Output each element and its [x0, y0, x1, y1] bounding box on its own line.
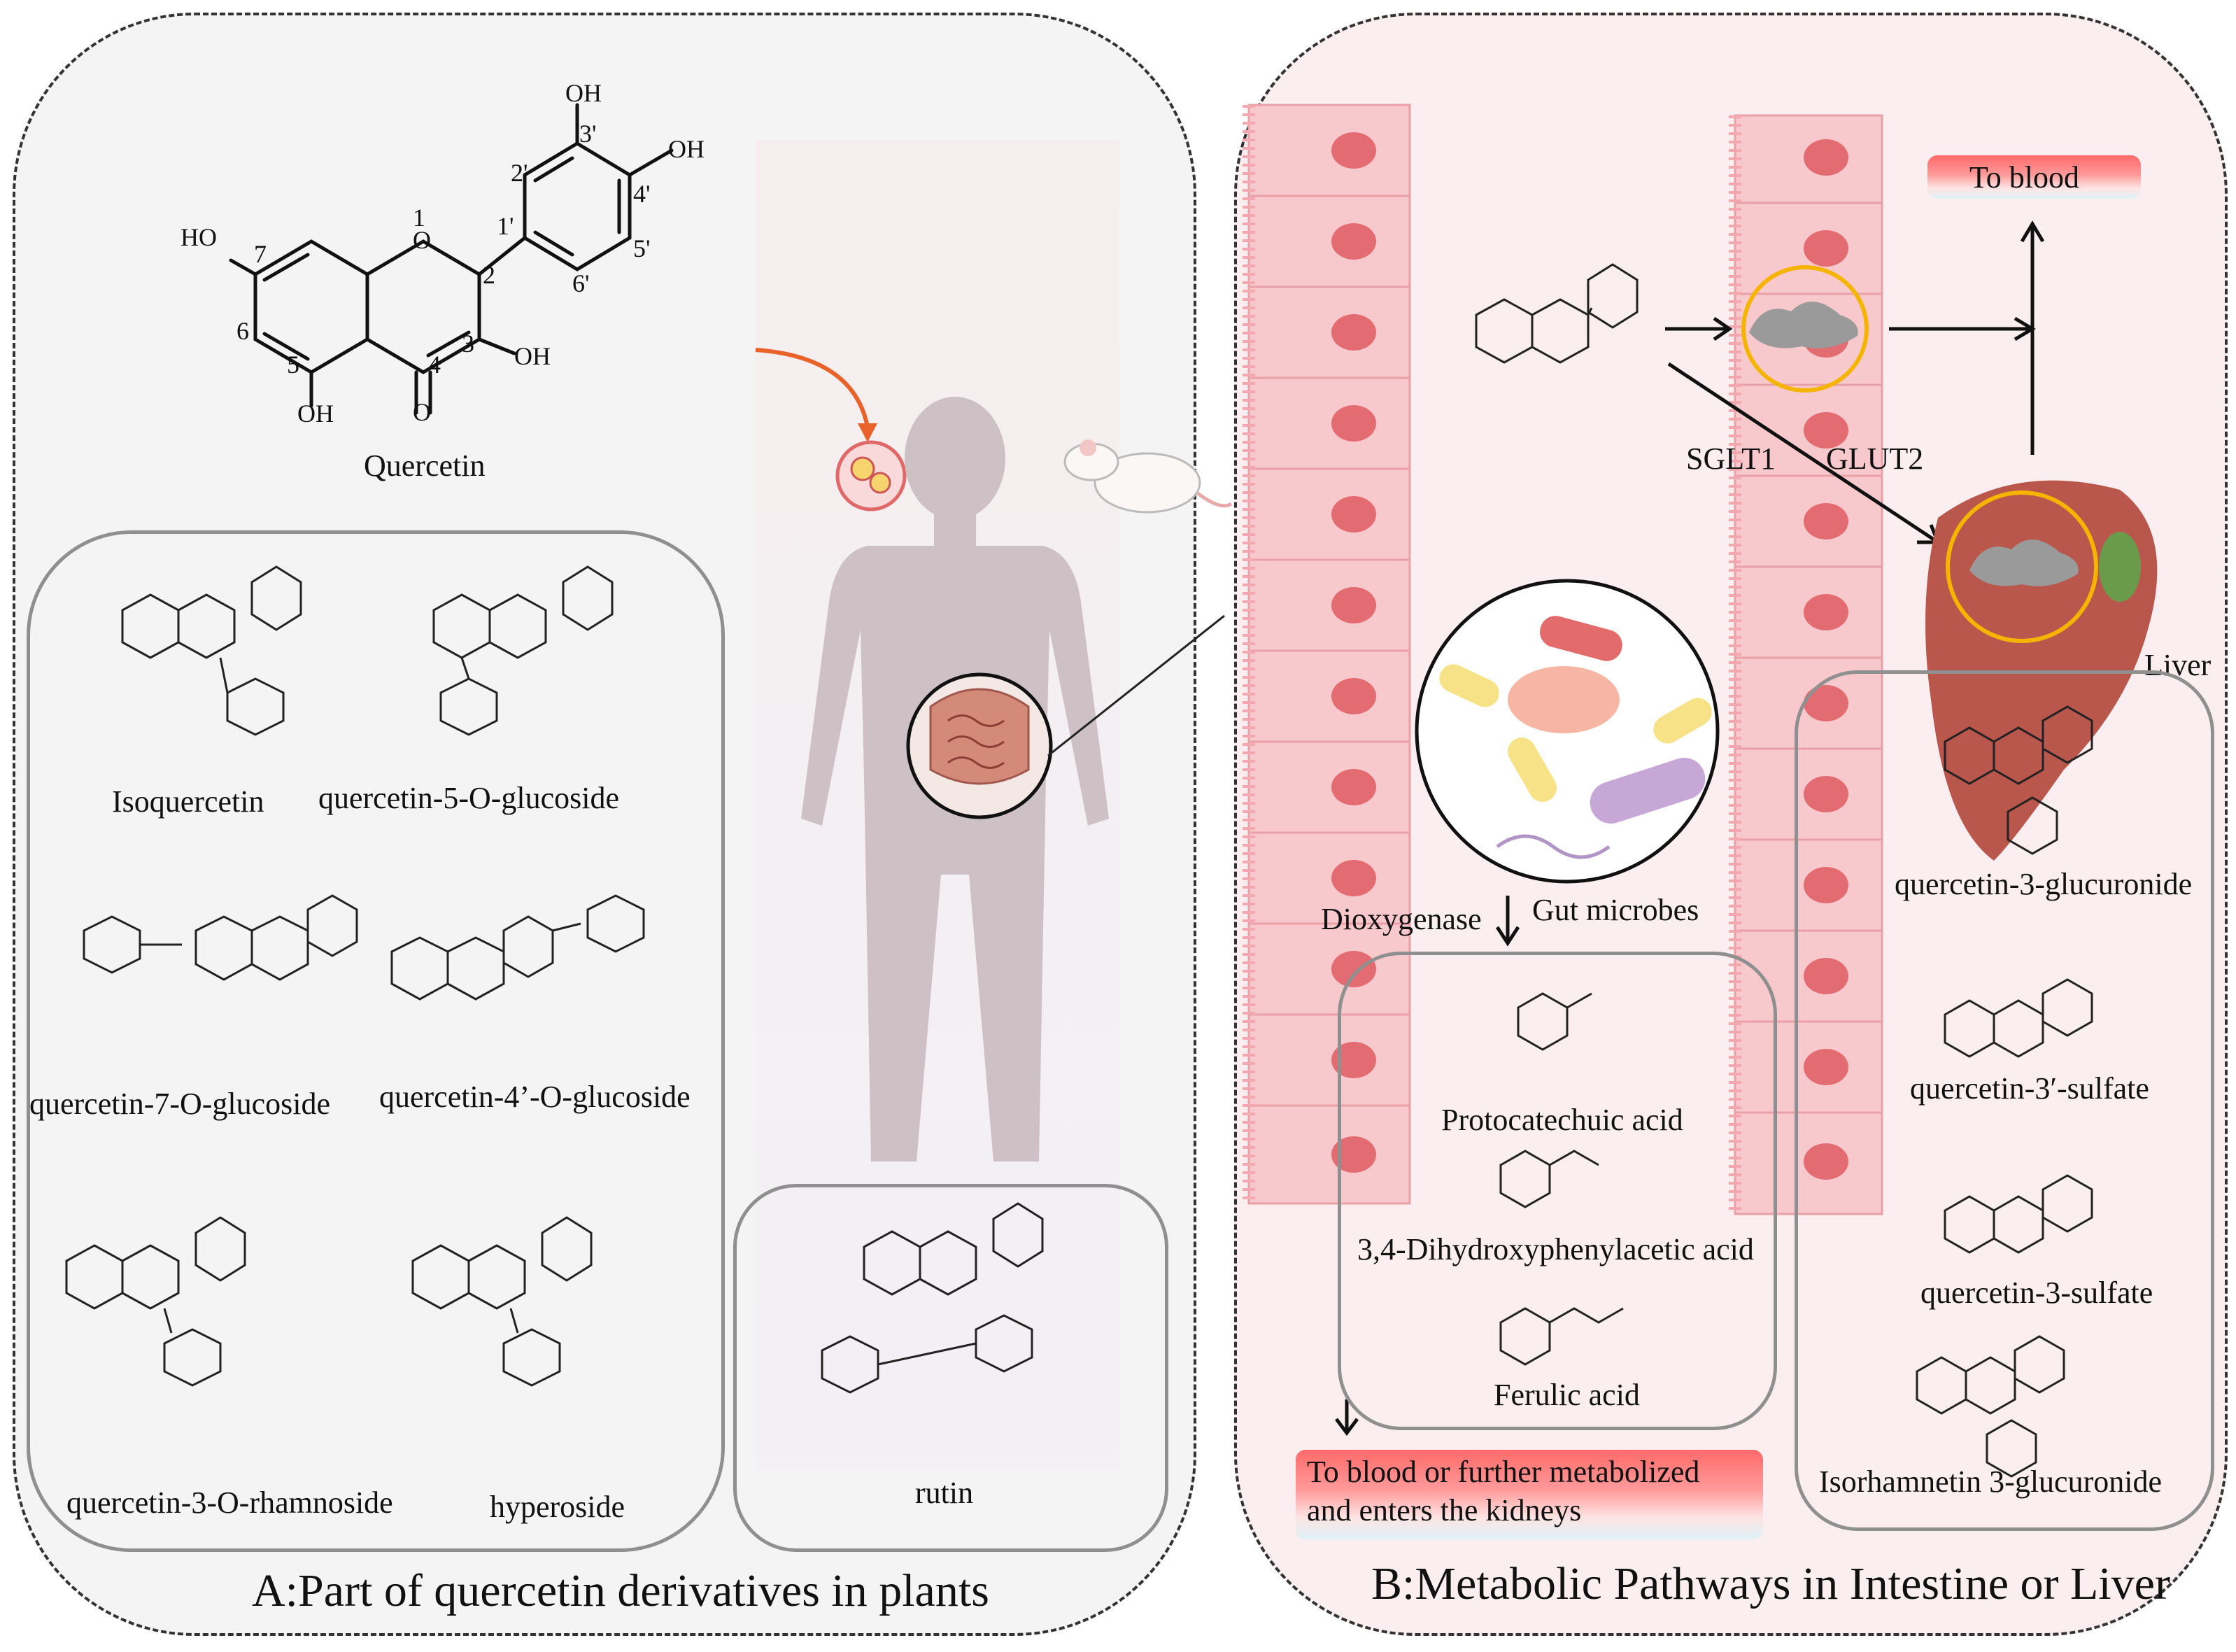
- atom-label-c3p: 3': [579, 120, 597, 148]
- liver-metabolite-isorhamnetin: Isorhamnetin 3-glucuronide: [1819, 1464, 2162, 1499]
- atom-label-o1: 1: [413, 204, 425, 232]
- rutin-box: [733, 1184, 1168, 1552]
- atom-label-c6: 6: [236, 317, 249, 345]
- atom-label-c5: 5: [287, 351, 299, 379]
- hydroxyl-3p: OH: [565, 79, 602, 107]
- derivative-label-hyperoside: hyperoside: [490, 1490, 625, 1524]
- rutin-label: rutin: [915, 1476, 974, 1510]
- derivative-label-q4og: quercetin-4’-O-glucoside: [379, 1080, 691, 1114]
- quercetin-label: Quercetin: [364, 449, 486, 483]
- intestinal-epithelium-right: [1729, 114, 1883, 1215]
- transporter-sglt1: SGLT1: [1686, 442, 1776, 476]
- liver-metabolite-q3s: quercetin-3-sulfate: [1920, 1276, 2153, 1310]
- atom-label-c7: 7: [254, 240, 267, 268]
- panel-a-caption: A:Part of quercetin derivatives in plant…: [252, 1565, 989, 1616]
- liver-metabolite-q3g: quercetin-3-glucuronide: [1895, 867, 2193, 901]
- microbial-metabolites-box: [1338, 952, 1777, 1430]
- ring-oxygen: O: [413, 226, 431, 254]
- derivative-label-q3or: quercetin-3-O-rhamnoside: [66, 1485, 393, 1520]
- atom-label-c2p: 2': [511, 159, 528, 187]
- gut-microbes-label: Gut microbes: [1532, 893, 1699, 927]
- to-blood-label: To blood: [1969, 160, 2080, 195]
- derivative-label-isoquercetin: Isoquercetin: [112, 784, 264, 819]
- derivatives-box: [27, 530, 725, 1552]
- carbonyl-oxygen: O: [413, 398, 431, 426]
- metabolite-ferulic: Ferulic acid: [1494, 1378, 1640, 1412]
- quercetin-small-structure: [1475, 263, 1639, 364]
- atom-label-c5p: 5': [633, 234, 651, 262]
- transporter-glut2: GLUT2: [1826, 442, 1924, 476]
- derivative-label-q5og: quercetin-5-O-glucoside: [318, 781, 620, 815]
- hydroxyl-5: OH: [297, 400, 334, 428]
- derivative-label-q7og: quercetin-7-O-glucoside: [29, 1087, 331, 1121]
- kidney-pathway-line-2: and enters the kidneys: [1307, 1493, 1582, 1527]
- hydroxyl-7: HO: [181, 223, 217, 251]
- to-blood-badge: [1927, 155, 2141, 199]
- hydroxyl-4p: OH: [668, 135, 705, 163]
- atom-label-c4: 4: [428, 351, 441, 379]
- atom-label-c4p: 4': [633, 180, 651, 208]
- dioxygenase-label: Dioxygenase: [1321, 902, 1482, 936]
- atom-label-c6p: 6': [572, 269, 590, 297]
- liver-metabolite-q3ps: quercetin-3′-sulfate: [1910, 1071, 2149, 1106]
- panel-b-caption: B:Metabolic Pathways in Intestine or Liv…: [1371, 1558, 2170, 1609]
- kidney-pathway-line-1: To blood or further metabolized: [1307, 1455, 1700, 1489]
- atom-label-c1p: 1': [497, 212, 514, 240]
- kidney-pathway-badge: [1296, 1450, 1763, 1539]
- atom-label-c3: 3: [462, 330, 474, 358]
- metabolite-dopac: 3,4-Dihydroxyphenylacetic acid: [1357, 1232, 1754, 1266]
- intestinal-epithelium-left: [1243, 104, 1411, 1205]
- atom-label-c2: 2: [483, 261, 495, 289]
- hydroxyl-3: OH: [514, 342, 551, 370]
- liver-metabolites-box: [1795, 670, 2214, 1531]
- metabolite-protocatechuic: Protocatechuic acid: [1441, 1103, 1683, 1137]
